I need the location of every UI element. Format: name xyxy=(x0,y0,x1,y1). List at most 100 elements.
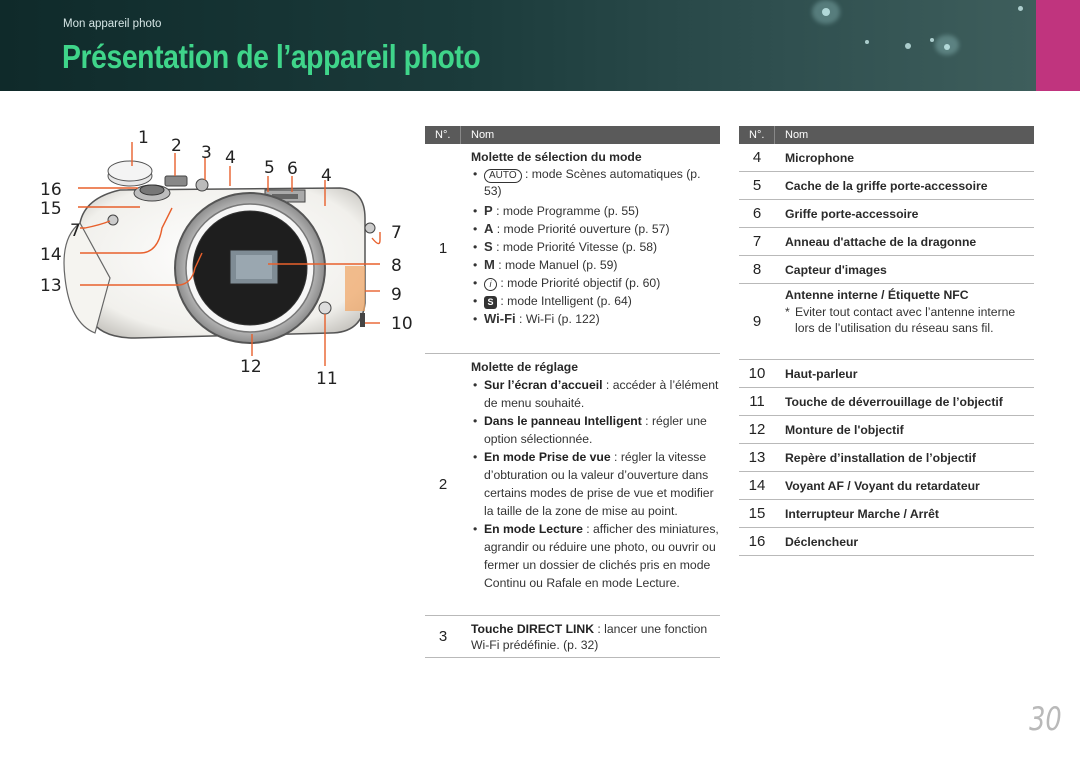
list-item: M : mode Manuel (p. 59) xyxy=(471,256,720,274)
list-item: En mode Prise de vue : régler la vitesse… xyxy=(471,448,720,520)
list-item-text: : accéder à l’élément de menu souhaité. xyxy=(484,378,719,410)
row-number: 9 xyxy=(752,313,762,330)
list-item-label: Dans le panneau Intelligent xyxy=(484,414,642,428)
row-name: Touche DIRECT LINK xyxy=(471,622,594,636)
table-row: 7 Anneau d'attache de la dragonne xyxy=(739,228,1034,256)
callout-12: 12 xyxy=(240,357,262,377)
list-item-text: : mode Manuel (p. 59) xyxy=(498,258,618,272)
breadcrumb[interactable]: Mon appareil photo xyxy=(63,18,162,30)
callout-4: 4 xyxy=(225,148,236,168)
table-row: 14 Voyant AF / Voyant du retardateur xyxy=(739,472,1034,500)
row-number: 16 xyxy=(748,533,766,550)
list-item: Sur l’écran d’accueil : accéder à l’élém… xyxy=(471,376,720,412)
callout-9: 9 xyxy=(391,285,402,305)
row-name: Anneau d'attache de la dragonne xyxy=(785,234,977,249)
sparkle-decoration xyxy=(822,8,830,16)
column-header-name: Nom xyxy=(471,129,495,141)
callout-5: 5 xyxy=(264,158,275,178)
list-item-text: : mode Priorité Vitesse (p. 58) xyxy=(496,240,658,254)
table-row: 9 Antenne interne / Étiquette NFC Eviter… xyxy=(739,284,1034,360)
row-name: Antenne interne / Étiquette NFC xyxy=(785,288,969,302)
row-number: 7 xyxy=(752,233,762,250)
list-item-text: : mode Priorité objectif (p. 60) xyxy=(500,276,661,290)
callout-14: 14 xyxy=(40,245,62,265)
callout-8: 8 xyxy=(391,256,402,276)
glow-decoration xyxy=(935,35,959,55)
sparkle-decoration xyxy=(930,38,934,42)
table-row: 3 Touche DIRECT LINK : lancer une foncti… xyxy=(425,616,720,658)
row-name: Déclencheur xyxy=(785,534,859,549)
row-number: 13 xyxy=(748,449,766,466)
callout-13: 13 xyxy=(40,276,62,296)
row-note: Eviter tout contact avec l’antenne inter… xyxy=(785,304,1034,336)
auto-mode-icon: AUTO xyxy=(484,169,522,183)
list-item: S : mode Intelligent (p. 64) xyxy=(471,292,720,310)
sparkle-decoration xyxy=(905,43,911,49)
callout-1: 1 xyxy=(138,128,149,148)
row-name: Touche de déverrouillage de l’objectif xyxy=(785,394,1003,409)
table-row: 15 Interrupteur Marche / Arrêt xyxy=(739,500,1034,528)
dial-usage-list: Sur l’écran d’accueil : accéder à l’élém… xyxy=(471,376,720,592)
callout-6: 6 xyxy=(287,159,298,179)
row-content: Antenne interne / Étiquette NFC Eviter t… xyxy=(775,284,1034,359)
list-item: AUTO : mode Scènes automatiques (p. 53) xyxy=(471,166,720,199)
row-content: Molette de réglage Sur l’écran d’accueil… xyxy=(461,354,720,615)
chapter-tab[interactable] xyxy=(1036,0,1080,91)
row-number: 8 xyxy=(752,261,762,278)
sparkle-decoration xyxy=(944,44,950,50)
row-name: Microphone xyxy=(785,150,855,165)
row-content: Touche DIRECT LINK : lancer une fonction… xyxy=(461,616,720,657)
page-title: Présentation de l’appareil photo xyxy=(62,38,481,75)
callout-16: 16 xyxy=(40,180,62,200)
list-item-text: : régler la vitesse d’obturation ou la v… xyxy=(484,450,714,518)
row-number: 6 xyxy=(752,205,762,222)
row-name: Capteur d'images xyxy=(785,262,887,277)
parts-table-left: N°. Nom 1 Molette de sélection du mode A… xyxy=(425,126,720,658)
table-row: 11 Touche de déverrouillage de l’objectif xyxy=(739,388,1034,416)
page-number: 30 xyxy=(1029,700,1062,738)
glow-decoration xyxy=(812,0,840,24)
row-number: 14 xyxy=(748,477,766,494)
row-name: Voyant AF / Voyant du retardateur xyxy=(785,478,980,493)
row-number: 1 xyxy=(438,240,448,257)
row-number: 4 xyxy=(752,149,762,166)
callout-11: 11 xyxy=(316,369,338,389)
program-mode-icon: P xyxy=(484,203,493,218)
list-item: i : mode Priorité objectif (p. 60) xyxy=(471,274,720,292)
list-item-label: En mode Prise de vue xyxy=(484,450,611,464)
callout-10: 10 xyxy=(391,314,413,334)
row-number: 15 xyxy=(748,505,766,522)
lens-priority-icon: i xyxy=(484,278,497,291)
aperture-mode-icon: A xyxy=(484,221,494,236)
manual-mode-icon: M xyxy=(484,257,495,272)
row-number: 11 xyxy=(749,393,765,410)
list-item-label: En mode Lecture xyxy=(484,522,583,536)
row-number: 5 xyxy=(752,177,762,194)
list-item: Dans le panneau Intelligent : régler une… xyxy=(471,412,720,448)
shutter-mode-icon: S xyxy=(484,239,493,254)
wifi-mode-icon: Wi-Fi xyxy=(484,311,516,326)
row-name: Interrupteur Marche / Arrêt xyxy=(785,506,939,521)
list-item-text: : régler une option sélectionnée. xyxy=(484,414,707,446)
camera-illustration xyxy=(63,142,381,366)
table-row: 6 Griffe porte-accessoire xyxy=(739,200,1034,228)
callout-2: 2 xyxy=(171,136,182,156)
list-item-text: : mode Priorité ouverture (p. 57) xyxy=(496,222,670,236)
list-item-text: : afficher des miniatures, agrandir ou r… xyxy=(484,522,719,590)
row-number: 12 xyxy=(748,421,766,438)
table-row: 2 Molette de réglage Sur l’écran d’accue… xyxy=(425,354,720,616)
callout-3: 3 xyxy=(201,143,212,163)
callout-4b: 4 xyxy=(321,166,332,186)
callout-7: 7 xyxy=(70,221,81,241)
header-band: Mon appareil photo Présentation de l’app… xyxy=(0,0,1036,91)
row-name: Molette de sélection du mode xyxy=(471,150,642,164)
table-header: N°. Nom xyxy=(425,126,720,144)
smart-mode-icon: S xyxy=(484,296,497,309)
list-item-text: : mode Programme (p. 55) xyxy=(496,204,639,218)
row-name: Griffe porte-accessoire xyxy=(785,206,919,221)
